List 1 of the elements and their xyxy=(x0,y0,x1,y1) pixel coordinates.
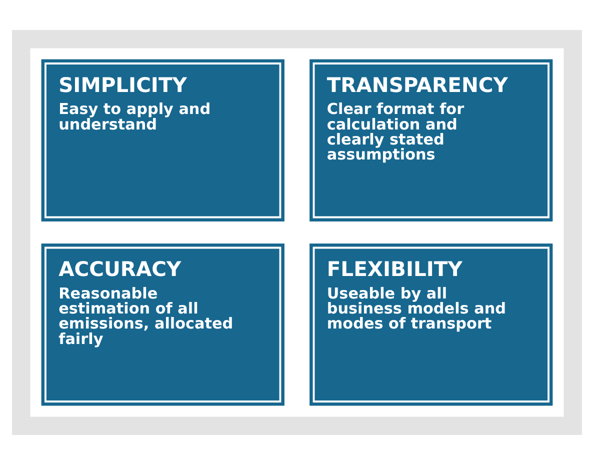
cluster xyxy=(12,30,582,434)
